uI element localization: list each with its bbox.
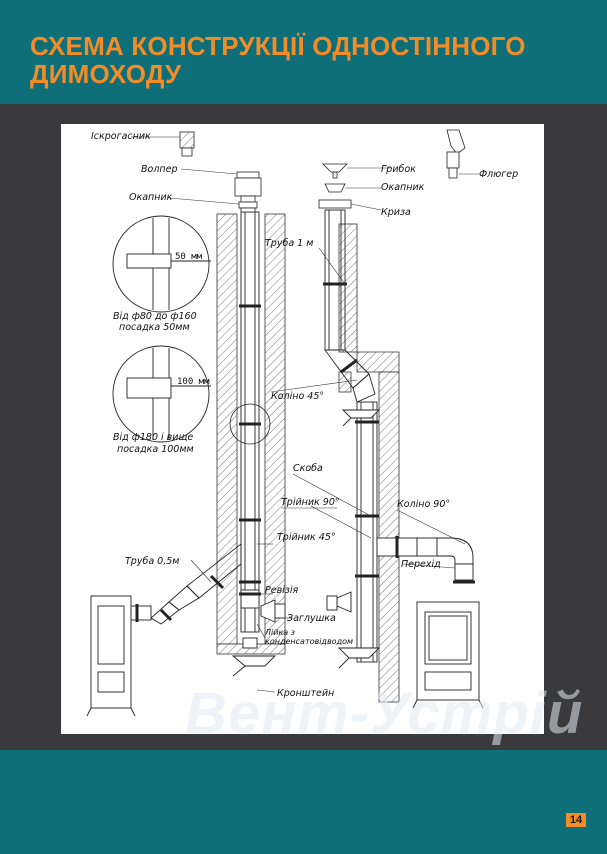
label-funnel-line1: Лійка з <box>264 628 295 637</box>
dimension-large: 100 мм <box>177 377 210 387</box>
footer-band <box>0 750 607 854</box>
caption-large-line2: посадка 100мм <box>117 444 194 455</box>
caption-large-line1: Від ф180 і вище <box>113 432 193 443</box>
joint-detail-large <box>112 345 211 443</box>
flashing-icon <box>318 199 352 209</box>
label-tee-90: Трійник 90° <box>281 497 340 508</box>
caption-small-line1: Від ф80 до ф160 <box>113 311 197 322</box>
spark-arrestor-icon <box>179 131 195 157</box>
left-wall <box>216 213 286 655</box>
tee-90-branch <box>376 536 475 584</box>
label-mushroom-cap: Грибок <box>381 164 416 175</box>
joint-detail-small <box>112 215 211 313</box>
label-pipe-1m: Труба 1 м <box>265 238 313 249</box>
bracket-right-bottom <box>337 647 381 669</box>
label-drip-cap-left: Окапник <box>129 192 173 203</box>
mushroom-cap-icon <box>322 163 348 179</box>
bracket-right-top <box>341 409 381 427</box>
label-adapter: Перехід <box>401 559 441 570</box>
page-number: 14 <box>566 813 586 827</box>
label-clamp: Скоба <box>293 463 323 474</box>
label-bend-90: Коліно 90° <box>397 499 450 510</box>
label-weather-vane: Флюгер <box>479 169 518 180</box>
leader-lines <box>131 136 479 693</box>
label-drip-cap-right: Окапник <box>381 182 425 193</box>
label-bracket: Кронштейн <box>277 688 334 699</box>
label-flashing: Криза <box>381 207 411 218</box>
dimension-small: 50 мм <box>175 252 203 262</box>
drip-cap-left-icon <box>238 201 258 213</box>
label-voller: Волпер <box>141 164 178 175</box>
tee-45-branch <box>150 543 242 625</box>
label-funnel-line2: конденсатовідводом <box>265 637 353 646</box>
right-pipe <box>323 209 379 663</box>
label-tee-45: Трійник 45° <box>277 532 336 543</box>
right-stove <box>412 601 484 709</box>
right-wall <box>338 223 400 703</box>
revision-block <box>239 589 286 649</box>
header-band: СХЕМА КОНСТРУКЦІЇ ОДНОСТІННОГО ДИМОХОДУ <box>0 0 607 104</box>
revision-right <box>326 591 352 613</box>
caption-small-line2: посадка 50мм <box>119 322 190 333</box>
label-bend-45: Коліно 45° <box>271 391 324 402</box>
left-stove <box>86 595 152 717</box>
label-revision: Ревізія <box>265 585 299 596</box>
bracket-left <box>231 655 277 677</box>
brand-watermark: Вент-Устрій <box>185 681 584 746</box>
label-plug: Заглушка <box>287 613 336 624</box>
chimney-diagram: Іскрогасник Волпер Окапник Грибок Окапни… <box>86 129 518 717</box>
page-title: СХЕМА КОНСТРУКЦІЇ ОДНОСТІННОГО ДИМОХОДУ <box>30 31 526 89</box>
label-spark-arrestor: Іскрогасник <box>91 131 151 142</box>
voller-icon <box>234 171 262 203</box>
weather-vane-icon <box>446 129 466 179</box>
drip-cap-right-icon <box>324 183 346 193</box>
label-pipe-05m: Труба 0,5м <box>125 556 179 567</box>
